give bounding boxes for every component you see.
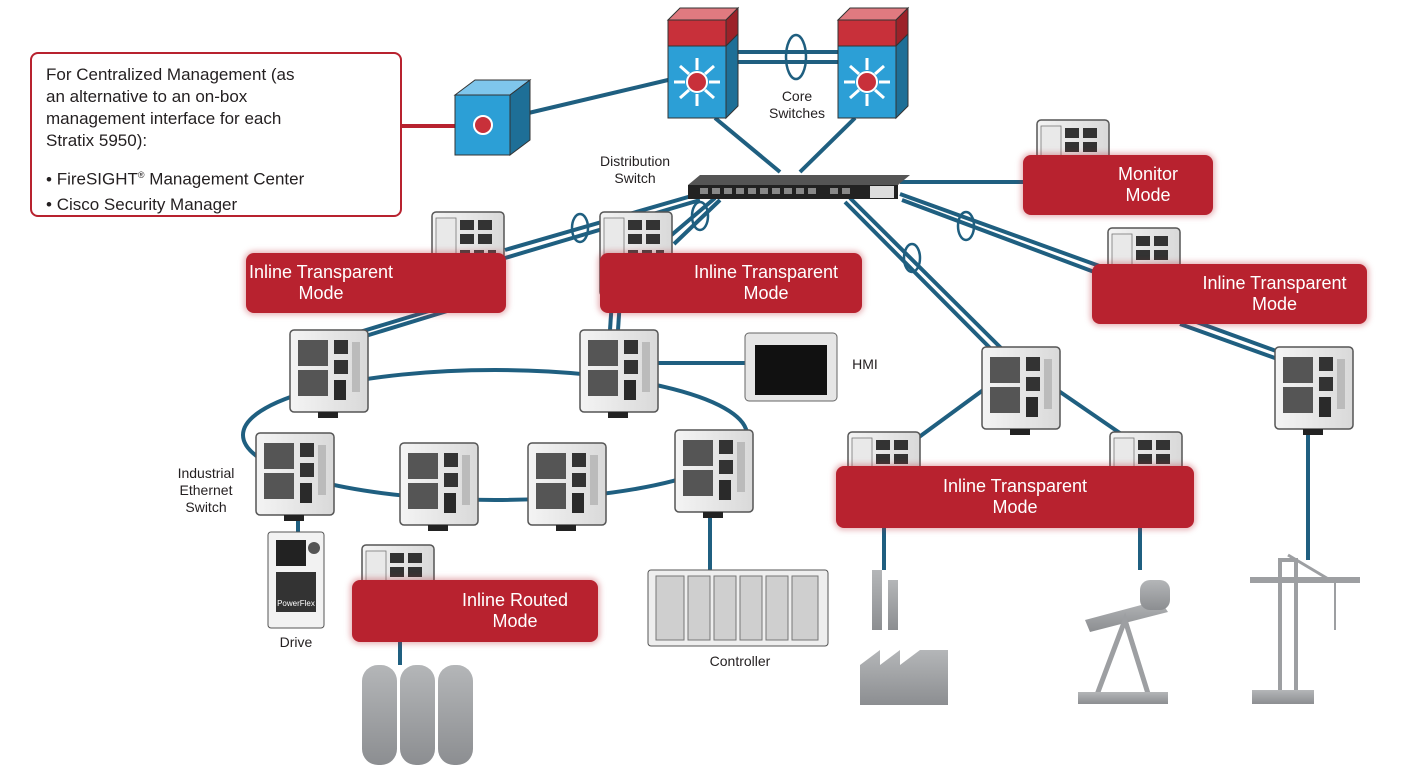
industrial-ethernet-switch-label: Industrial Ethernet Switch bbox=[177, 465, 235, 515]
controller-label: Controller bbox=[709, 653, 771, 669]
industrial-switch-icon bbox=[674, 429, 754, 519]
oil-pump-icon bbox=[1078, 580, 1170, 704]
registered-mark: ® bbox=[137, 170, 145, 180]
management-switch-icon bbox=[453, 79, 532, 156]
link-aggregation-ovals bbox=[570, 33, 976, 274]
industrial-switch-icon bbox=[289, 329, 369, 419]
industrial-switch-icon bbox=[981, 346, 1061, 436]
core-switch-icon bbox=[666, 6, 740, 120]
distribution-switch-label: Distribution Switch bbox=[599, 153, 671, 186]
industrial-switch-icon bbox=[399, 442, 479, 532]
drive-icon: PowerFlex bbox=[267, 531, 325, 629]
distribution-switch-icon bbox=[688, 175, 910, 199]
tanks-icon bbox=[362, 665, 473, 765]
management-options-list: FireSIGHT® Management Center Cisco Secur… bbox=[46, 163, 305, 217]
centralized-management-box: For Centralized Management (as an altern… bbox=[30, 52, 402, 217]
industrial-switch-icon bbox=[579, 329, 659, 419]
drive-logo: PowerFlex bbox=[277, 599, 315, 608]
list-item: Cisco Security Manager bbox=[46, 192, 304, 217]
hmi-icon bbox=[744, 332, 838, 402]
management-intro-text: For Centralized Management (as an altern… bbox=[46, 65, 295, 150]
core-switches-label: Core Switches bbox=[768, 88, 826, 121]
drive-label: Drive bbox=[279, 634, 313, 650]
controller-icon bbox=[647, 569, 829, 647]
industrial-switch-icon bbox=[255, 432, 335, 522]
core-switch-icon bbox=[836, 6, 910, 120]
factory-icon bbox=[860, 570, 948, 705]
list-item: FireSIGHT® Management Center bbox=[46, 163, 305, 192]
crane-icon bbox=[1250, 553, 1360, 704]
network-links bbox=[241, 50, 1310, 665]
hmi-label: HMI bbox=[852, 356, 878, 372]
industrial-switch-icon bbox=[1274, 346, 1354, 436]
industrial-switch-icon bbox=[527, 442, 607, 532]
